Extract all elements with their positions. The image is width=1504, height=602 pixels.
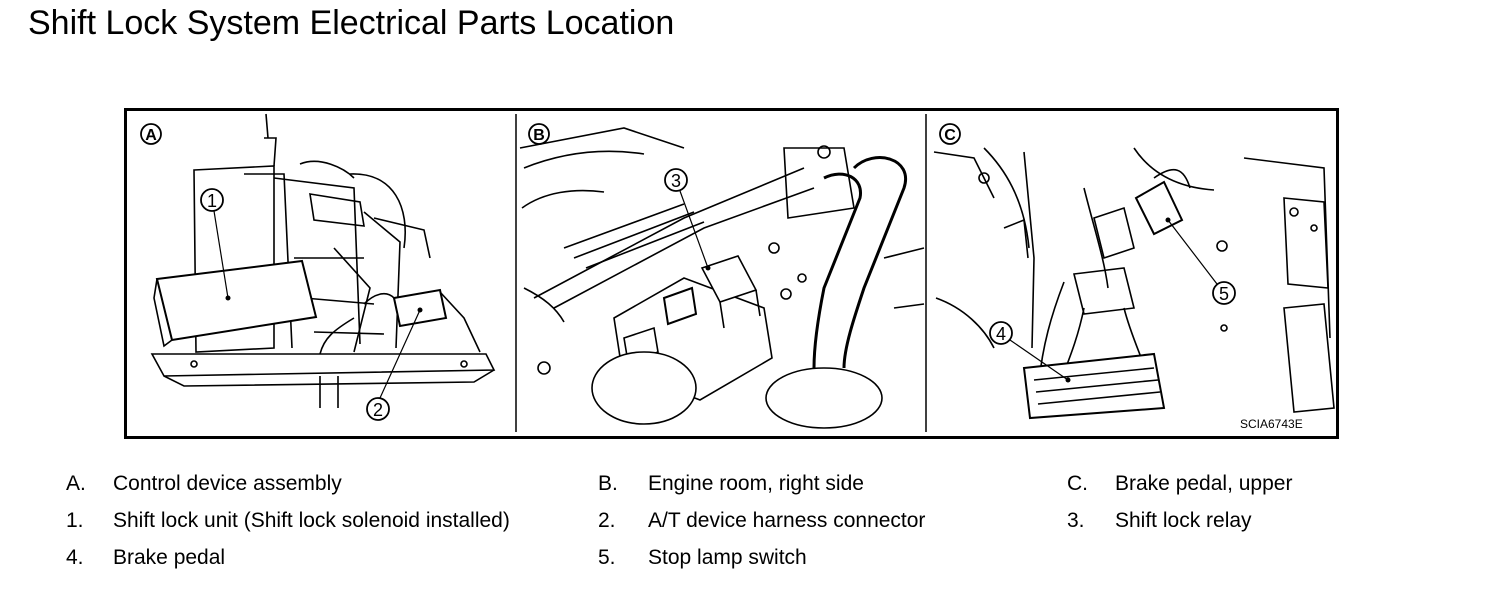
legend-text-2: A/T device harness connector xyxy=(648,509,926,532)
panel-b-illustration xyxy=(519,127,925,429)
callout-5-dot xyxy=(1165,217,1171,223)
callout-3-label: 3 xyxy=(671,171,681,191)
callout-1-marker xyxy=(200,188,224,212)
legend-key-4: 4. xyxy=(66,546,84,569)
callout-1-dot xyxy=(225,295,231,301)
legend-text-c: Brake pedal, upper xyxy=(1115,472,1293,495)
panel-b-label: B xyxy=(533,127,545,144)
callout-2-leader xyxy=(379,309,421,399)
callout-1-label: 1 xyxy=(207,191,217,211)
panel-c-illustration xyxy=(933,147,1335,420)
callout-5-leader xyxy=(1167,219,1218,285)
panel-b-callouts: B 3 xyxy=(528,123,711,271)
legend-key-2: 2. xyxy=(598,509,616,532)
legend-key-b: B. xyxy=(598,472,618,495)
legend-text-b: Engine room, right side xyxy=(648,472,864,495)
callout-2-label: 2 xyxy=(373,400,383,420)
callout-4-dot xyxy=(1065,377,1071,383)
panel-c-label: C xyxy=(944,127,956,144)
panel-a-label: A xyxy=(145,127,157,144)
figure-code: SCIA6743E xyxy=(1240,417,1303,431)
callout-3-marker xyxy=(664,168,688,192)
callout-5-marker xyxy=(1212,281,1236,305)
legend-text-5: Stop lamp switch xyxy=(648,546,807,569)
legend-key-1: 1. xyxy=(66,509,84,532)
callout-4-marker xyxy=(989,321,1013,345)
panel-c-marker xyxy=(939,123,961,145)
callout-4-leader xyxy=(1009,339,1069,381)
legend-text-1: Shift lock unit (Shift lock solenoid ins… xyxy=(113,509,510,532)
panel-a-illustration xyxy=(150,113,496,408)
panel-a-callouts: A 1 2 xyxy=(140,123,423,421)
panel-c-callouts: C 4 5 xyxy=(939,123,1236,383)
page-title: Shift Lock System Electrical Parts Locat… xyxy=(28,4,675,42)
legend-text-a: Control device assembly xyxy=(113,472,342,495)
callout-2-dot xyxy=(417,307,423,313)
legend-text-3: Shift lock relay xyxy=(1115,509,1252,532)
legend-key-c: C. xyxy=(1067,472,1088,495)
parts-location-figure: A 1 2 xyxy=(124,108,1339,439)
callout-1-leader xyxy=(213,210,229,299)
panel-b-marker xyxy=(528,123,550,145)
panel-a-marker xyxy=(140,123,162,145)
callout-5-label: 5 xyxy=(1219,284,1229,304)
callout-3-dot xyxy=(705,265,711,271)
legend-key-5: 5. xyxy=(598,546,616,569)
callout-2-marker xyxy=(366,397,390,421)
callout-3-leader xyxy=(679,190,709,269)
callout-4-label: 4 xyxy=(996,324,1006,344)
legend-text-4: Brake pedal xyxy=(113,546,226,569)
legend-key-3: 3. xyxy=(1067,509,1085,532)
legend-key-a: A. xyxy=(66,472,86,495)
